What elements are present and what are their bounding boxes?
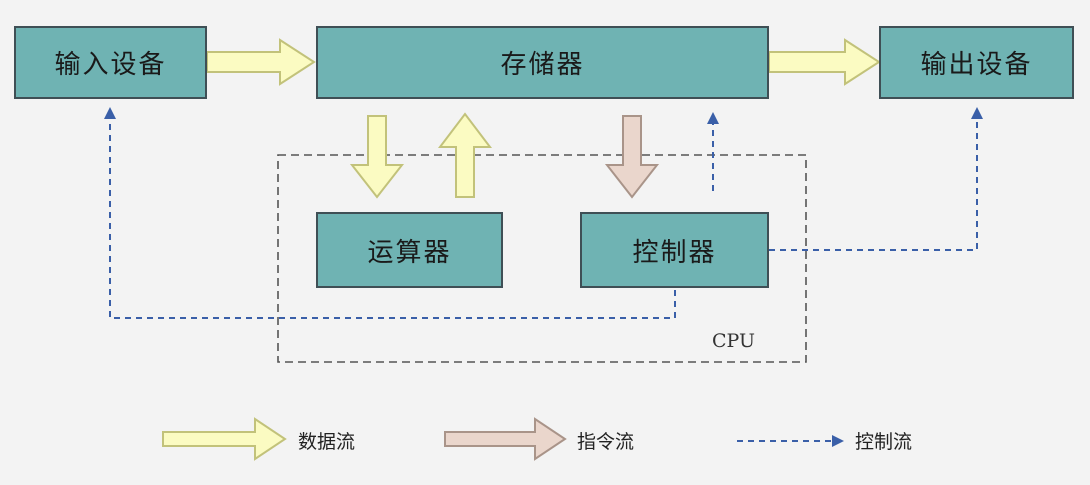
data-arrow-memory-to-alu bbox=[349, 115, 405, 199]
memory-box: 存储器 bbox=[316, 26, 769, 99]
input-device-box: 输入设备 bbox=[14, 26, 207, 99]
control-line-controller-to-input bbox=[104, 107, 676, 319]
legend-data-arrow bbox=[162, 417, 287, 461]
data-arrow-alu-to-memory bbox=[437, 112, 493, 198]
output-device-box: 输出设备 bbox=[879, 26, 1074, 99]
legend-data-flow-label: 数据流 bbox=[298, 431, 356, 453]
control-line-controller-to-output bbox=[769, 107, 983, 251]
cpu-label: CPU bbox=[712, 330, 756, 352]
controller-box: 控制器 bbox=[580, 212, 769, 288]
alu-box: 运算器 bbox=[316, 212, 503, 288]
legend-instruction-arrow bbox=[444, 417, 567, 461]
legend-instruction-flow-label: 指令流 bbox=[577, 431, 635, 453]
cpu-boundary bbox=[277, 154, 807, 363]
legend-control-flow-label: 控制流 bbox=[855, 431, 913, 453]
data-arrow-memory-to-output bbox=[768, 38, 881, 86]
data-arrow-input-to-memory bbox=[206, 38, 316, 86]
instruction-arrow-memory-to-controller bbox=[604, 115, 660, 199]
